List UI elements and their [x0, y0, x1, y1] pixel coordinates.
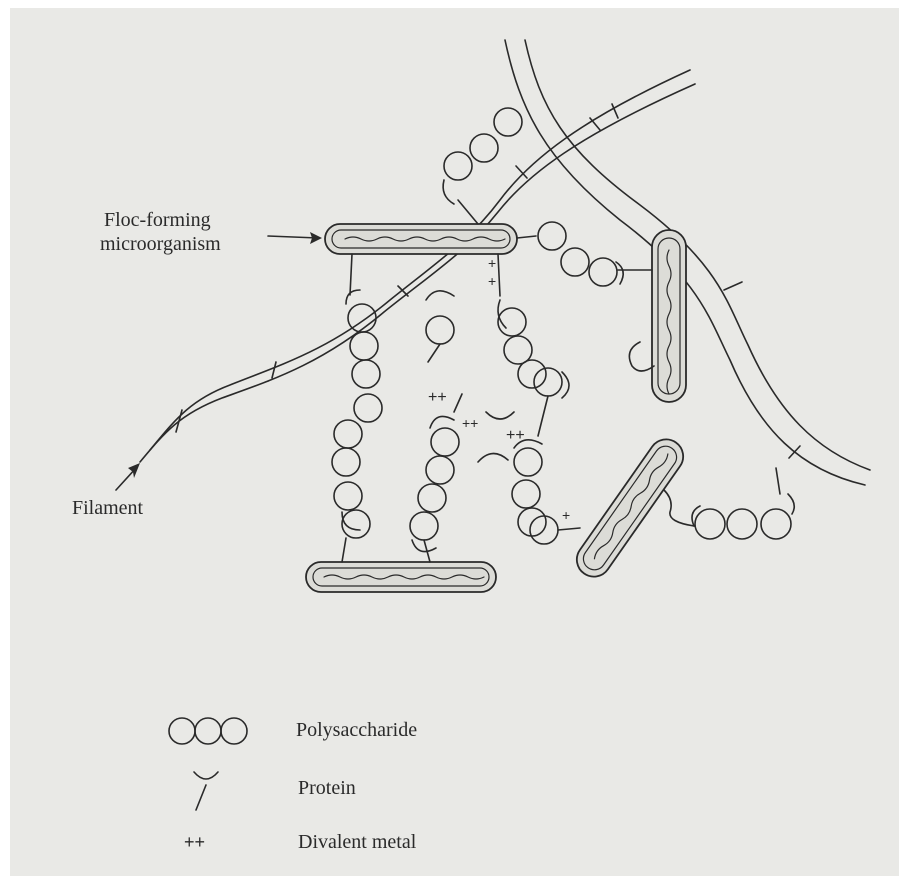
label-floc-forming-line2: microorganism — [100, 232, 221, 256]
legend-divalent-metal-label: Divalent metal — [298, 830, 416, 854]
svg-text:++: ++ — [428, 389, 447, 406]
protein-right — [629, 342, 654, 371]
filament-main — [140, 70, 695, 462]
filament-right — [505, 40, 870, 485]
polysaccharide-chain-center-right — [498, 254, 569, 436]
svg-text:+: + — [488, 273, 496, 289]
svg-text:+: + — [562, 507, 570, 523]
legend-protein-icon — [194, 772, 218, 810]
polysaccharide-chain-lower-right — [512, 440, 580, 544]
label-filament: Filament — [72, 496, 143, 520]
polysaccharide-chain-left — [332, 254, 382, 562]
legend-divalent-metal-symbol: ++ — [184, 830, 205, 854]
cell-right-vertical — [652, 230, 686, 402]
cell-diagonal — [570, 433, 690, 584]
legend-polysaccharide-label: Polysaccharide — [296, 718, 417, 742]
arrow-filament — [116, 463, 140, 490]
polysaccharide-chain-middle — [410, 291, 459, 562]
label-floc-forming-line1: Floc-forming — [104, 208, 211, 232]
divalent-metal-marks: ++ ++ ++ + + + — [428, 255, 570, 523]
cell-top — [325, 224, 517, 254]
polysaccharide-chain-right-top — [517, 222, 652, 286]
svg-text:++: ++ — [462, 415, 478, 431]
polysaccharide-chain-far-right — [664, 468, 794, 539]
svg-text:++: ++ — [506, 427, 525, 444]
arrow-floc-forming — [268, 232, 322, 244]
legend-polysaccharide-icon — [169, 718, 247, 744]
legend-protein-label: Protein — [298, 776, 356, 800]
svg-text:+: + — [488, 255, 496, 271]
cell-bottom — [306, 562, 496, 592]
polysaccharide-chain-top — [443, 108, 522, 224]
